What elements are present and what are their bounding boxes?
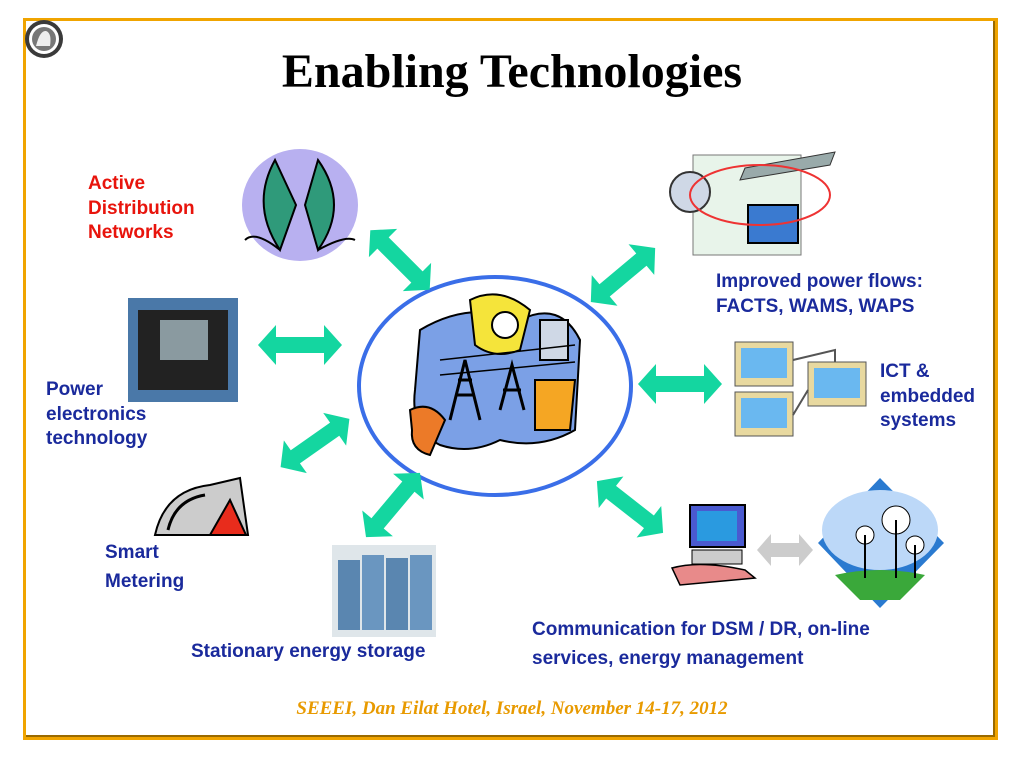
satellite-network-icon — [669, 151, 836, 256]
label-line: Distribution — [88, 197, 195, 219]
capacitor-bank-icon — [332, 545, 436, 637]
label-line: Smart — [105, 542, 159, 563]
label-line: FACTS, WAMS, WAPS — [716, 295, 915, 317]
arrow-power-flows — [590, 244, 656, 306]
connector-arrows — [258, 228, 722, 538]
slide-title: Enabling Technologies — [281, 45, 743, 98]
power-module-icon — [128, 298, 238, 402]
label-active-distribution: Active Distribution Networks — [88, 172, 195, 246]
networked-computers-icon — [734, 341, 867, 437]
power-grid-clipart-icon — [408, 293, 582, 457]
label-power-electronics: Power electronics technology — [46, 378, 147, 452]
label-line: Networks — [88, 222, 174, 244]
label-line: technology — [46, 428, 148, 450]
label-line: Metering — [105, 571, 185, 593]
arrow-communication — [596, 476, 664, 538]
label-storage: Stationary energy storage — [191, 640, 425, 665]
slide-frame — [23, 18, 998, 740]
label-line: services, energy management — [532, 648, 804, 670]
university-seal-logo — [25, 20, 63, 58]
meter-gauge-icon — [153, 476, 250, 536]
arrow-ict — [638, 364, 722, 404]
arrow-active-distribution — [368, 228, 432, 292]
arrow-storage — [362, 472, 424, 538]
label-line: embedded — [880, 385, 976, 407]
label-improved-power-flows: Improved power flows: FACTS, WAMS, WAPS — [716, 270, 923, 319]
arrow-smart-metering — [280, 412, 350, 474]
label-line: Communication for DSM / DR, on-line — [532, 619, 870, 640]
arrow-power-electronics — [258, 325, 342, 365]
wind-turbines-icon — [818, 478, 944, 608]
label-line: Power — [46, 379, 104, 400]
label-ict: ICT & embedded systems — [880, 360, 975, 434]
label-line: systems — [880, 410, 957, 432]
arrow-grey-link — [757, 534, 813, 566]
label-line: Stationary energy storage — [191, 641, 426, 662]
slide-footer: SEEEI, Dan Eilat Hotel, Israel, November… — [296, 698, 728, 719]
label-line: Improved power flows: — [716, 271, 923, 292]
central-ellipse — [357, 275, 633, 497]
label-smart-metering: Smart Metering — [105, 538, 184, 597]
label-line: electronics — [46, 403, 147, 425]
label-communication: Communication for DSM / DR, on-line serv… — [532, 615, 870, 674]
label-line: Active — [88, 173, 146, 194]
label-line: ICT & — [880, 361, 930, 382]
globe-split-icon — [242, 149, 358, 261]
computer-keyboard-hands-icon — [670, 504, 757, 586]
